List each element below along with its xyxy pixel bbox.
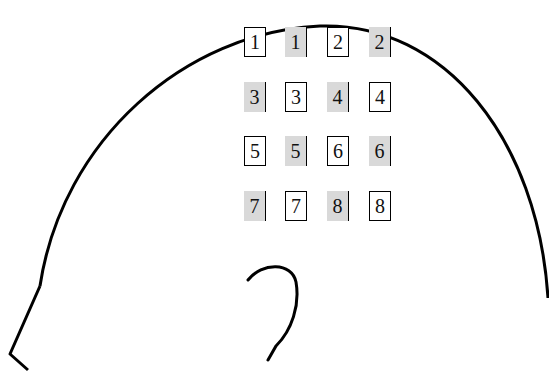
- white-electrode-box: 2: [327, 27, 349, 57]
- channel-number: 5: [250, 141, 260, 161]
- ear-outline: [248, 267, 297, 360]
- white-electrode-box: 5: [244, 136, 266, 166]
- channel-number: 2: [375, 32, 385, 52]
- face-outline: [10, 286, 40, 370]
- grey-electrode-box: 6: [369, 136, 391, 166]
- channel-number: 6: [375, 141, 385, 161]
- channel-number: 4: [375, 87, 385, 107]
- channel-number: 5: [291, 141, 301, 161]
- channel-number: 3: [250, 87, 260, 107]
- grey-electrode-box: 5: [285, 136, 307, 166]
- channel-number: 8: [375, 196, 385, 216]
- grey-electrode-box: 7: [244, 191, 266, 221]
- head-outline: [40, 26, 548, 298]
- channel-number: 7: [291, 196, 301, 216]
- grey-electrode-box: 2: [369, 27, 391, 57]
- channel-number: 2: [333, 32, 343, 52]
- channel-number: 3: [291, 87, 301, 107]
- channel-number: 4: [333, 87, 343, 107]
- grey-electrode-box: 8: [327, 191, 349, 221]
- channel-number: 1: [250, 32, 260, 52]
- white-electrode-box: 6: [327, 136, 349, 166]
- channel-number: 7: [250, 196, 260, 216]
- white-electrode-box: 3: [285, 82, 307, 112]
- grey-electrode-box: 3: [244, 82, 266, 112]
- channel-number: 6: [333, 141, 343, 161]
- white-electrode-box: 4: [369, 82, 391, 112]
- white-electrode-box: 7: [285, 191, 307, 221]
- channel-number: 1: [291, 32, 301, 52]
- grey-electrode-box: 1: [285, 27, 307, 57]
- white-electrode-box: 1: [244, 27, 266, 57]
- grey-electrode-box: 4: [327, 82, 349, 112]
- white-electrode-box: 8: [369, 191, 391, 221]
- channel-number: 8: [333, 196, 343, 216]
